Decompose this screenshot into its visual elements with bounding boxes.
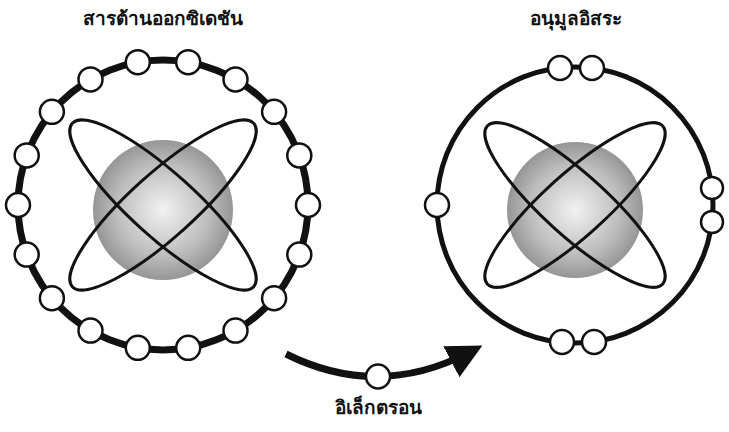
- atom-heading: อนุมูลอิสระ: [430, 0, 722, 31]
- atom-node: สารต้านออกซิเดชัน: [10, 0, 316, 352]
- atom-node: อนุมูลอิสระ: [430, 0, 722, 352]
- atom-heading: สารต้านออกซิเดชัน: [10, 0, 316, 31]
- edge-label: อิเล็กตรอน: [332, 395, 425, 420]
- antioxidant-atom: [6, 50, 320, 360]
- moving-electron: [366, 365, 390, 389]
- free-radical-atom: [425, 56, 723, 354]
